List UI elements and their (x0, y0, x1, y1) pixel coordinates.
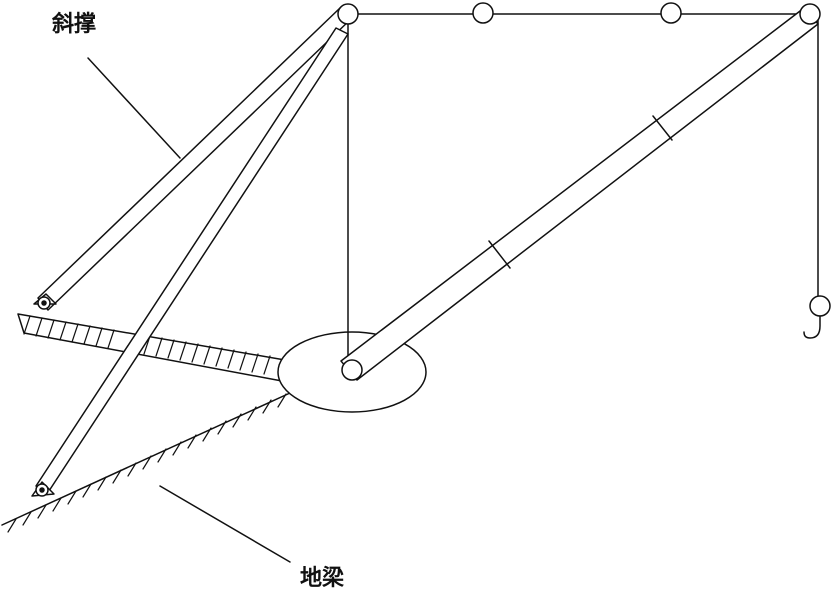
boom-foot-pin (342, 360, 362, 380)
top-pulley-left (338, 4, 358, 24)
diagonal-brace-label: 斜撑 (52, 12, 97, 37)
cable-pulley-1 (473, 3, 493, 23)
brace-pin-upper (34, 294, 56, 309)
boom-joint-upper (653, 116, 672, 140)
top-pulley-right (800, 4, 820, 24)
cable-pulley-2 (661, 3, 681, 23)
ground-slope (2, 393, 290, 532)
leader-line-beam (160, 486, 290, 562)
hook-icon (804, 296, 830, 338)
brace-pin-lower (32, 482, 54, 496)
ground-beam-label: 地梁 (300, 566, 345, 591)
leader-line-brace (88, 58, 180, 158)
boom-joint-lower (489, 241, 510, 268)
boom (341, 8, 818, 380)
